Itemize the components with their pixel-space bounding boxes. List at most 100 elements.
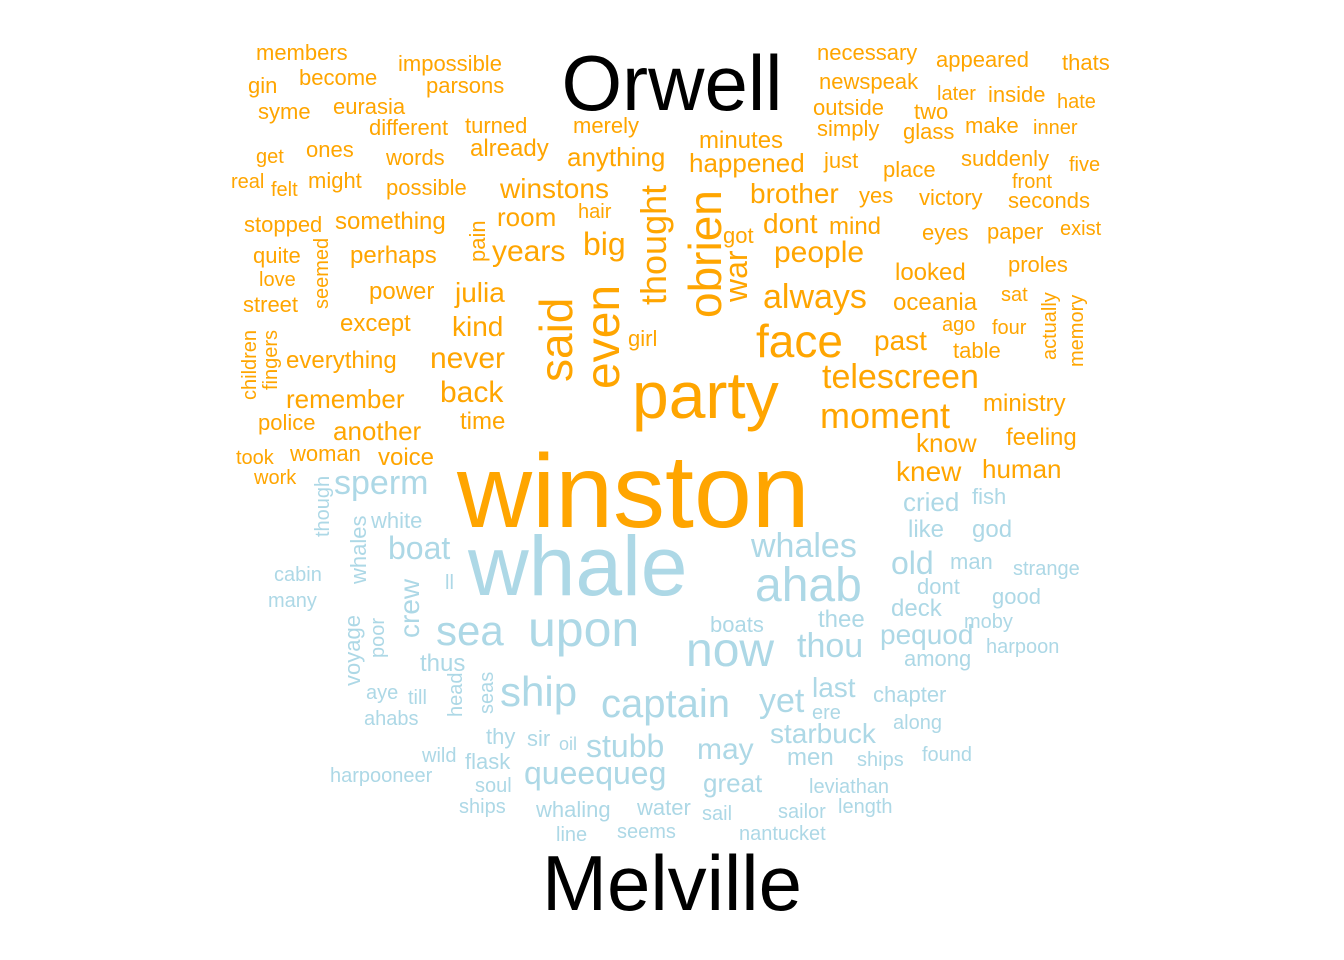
word-melville-ere: ere bbox=[812, 702, 841, 724]
word-melville-whales: whales bbox=[346, 515, 371, 584]
word-melville-sir: sir bbox=[527, 726, 551, 751]
word-melville-voyage: voyage bbox=[340, 615, 365, 686]
word-orwell-inner: inner bbox=[1033, 117, 1078, 139]
word-orwell-big: big bbox=[583, 226, 626, 262]
word-orwell-war: war bbox=[718, 250, 754, 302]
word-orwell-suddenly: suddenly bbox=[961, 146, 1050, 171]
word-melville-thee: thee bbox=[818, 606, 865, 633]
word-melville-sailor: sailor bbox=[778, 801, 826, 823]
word-orwell-except: except bbox=[340, 310, 411, 337]
word-melville-among: among bbox=[904, 646, 972, 671]
word-melville-though: though bbox=[312, 475, 334, 537]
word-orwell-merely: merely bbox=[573, 113, 640, 138]
word-melville-whale: whale bbox=[468, 519, 688, 613]
word-melville-whaling: whaling bbox=[536, 797, 611, 822]
word-orwell-thought: thought bbox=[633, 184, 674, 305]
word-orwell-already: already bbox=[470, 135, 549, 162]
word-orwell-later: later bbox=[937, 83, 976, 105]
word-orwell-quite: quite bbox=[253, 243, 301, 268]
word-orwell-memory: memory bbox=[1066, 294, 1088, 367]
word-melville-found: found bbox=[922, 744, 973, 766]
word-orwell-outside: outside bbox=[813, 95, 884, 120]
word-orwell-julia: julia bbox=[455, 277, 505, 308]
word-orwell-paper: paper bbox=[987, 219, 1044, 244]
word-melville-along: along bbox=[893, 712, 942, 734]
word-melville-flask: flask bbox=[465, 749, 511, 774]
word-melville-ships: ships bbox=[857, 749, 904, 771]
word-orwell-hate: hate bbox=[1057, 91, 1096, 113]
word-melville-ships: ships bbox=[459, 796, 506, 818]
word-orwell-girl: girl bbox=[628, 326, 658, 351]
word-orwell-police: police bbox=[258, 410, 316, 435]
group-title-orwell: Orwell bbox=[561, 39, 783, 127]
word-melville-sail: sail bbox=[702, 803, 733, 825]
word-melville-boats: boats bbox=[710, 612, 764, 637]
word-melville-stubb: stubb bbox=[586, 728, 665, 764]
word-orwell-pain: pain bbox=[465, 220, 490, 262]
word-melville-soul: soul bbox=[475, 775, 512, 797]
word-orwell-winstons: winstons bbox=[500, 173, 609, 204]
word-orwell-felt: felt bbox=[271, 179, 298, 201]
word-orwell-exist: exist bbox=[1060, 218, 1102, 240]
word-melville-ahabs: ahabs bbox=[364, 708, 419, 730]
word-orwell-past: past bbox=[874, 325, 927, 356]
word-melville-crew: crew bbox=[394, 578, 425, 638]
word-melville-fish: fish bbox=[972, 484, 1007, 509]
word-orwell-another: another bbox=[333, 416, 422, 446]
word-orwell-ministry: ministry bbox=[983, 390, 1066, 417]
word-melville-moby: moby bbox=[964, 611, 1013, 633]
word-orwell-back: back bbox=[440, 376, 504, 409]
word-melville-cabin: cabin bbox=[274, 564, 322, 586]
word-melville-great: great bbox=[703, 768, 763, 798]
word-orwell-get: get bbox=[256, 146, 284, 168]
word-melville-pequod: pequod bbox=[880, 619, 974, 650]
word-melville-poor: poor bbox=[367, 617, 389, 658]
word-orwell-anything: anything bbox=[567, 142, 666, 172]
group-title-melville: Melville bbox=[541, 839, 803, 927]
word-orwell-hair: hair bbox=[578, 201, 612, 223]
word-orwell-perhaps: perhaps bbox=[350, 242, 437, 269]
word-orwell-parsons: parsons bbox=[426, 73, 505, 98]
word-orwell-minutes: minutes bbox=[699, 127, 784, 154]
word-melville-chapter: chapter bbox=[873, 682, 947, 707]
word-melville-ahab: ahab bbox=[755, 559, 862, 612]
word-melville-length: length bbox=[838, 796, 893, 818]
word-melville-now: now bbox=[686, 624, 775, 677]
word-orwell-kind: kind bbox=[452, 311, 504, 342]
word-melville-last: last bbox=[812, 672, 856, 703]
word-orwell-voice: voice bbox=[378, 444, 435, 471]
word-melville-water: water bbox=[637, 795, 691, 820]
word-orwell-victory: victory bbox=[919, 185, 983, 210]
word-melville-oil: oil bbox=[559, 734, 578, 754]
word-orwell-seconds: seconds bbox=[1008, 188, 1090, 213]
word-orwell-oceania: oceania bbox=[893, 289, 978, 316]
word-orwell-people: people bbox=[774, 236, 865, 269]
word-orwell-stopped: stopped bbox=[244, 212, 323, 237]
word-orwell-real: real bbox=[231, 171, 265, 193]
word-melville-upon: upon bbox=[528, 601, 640, 657]
word-melville-ll: ll bbox=[445, 572, 454, 594]
word-orwell-sat: sat bbox=[1001, 284, 1028, 306]
word-orwell-might: might bbox=[308, 168, 362, 193]
word-orwell-party: party bbox=[632, 358, 779, 432]
word-orwell-make: make bbox=[965, 113, 1019, 138]
word-orwell-never: never bbox=[430, 342, 506, 375]
word-orwell-woman: woman bbox=[290, 441, 361, 466]
word-orwell-everything: everything bbox=[286, 347, 397, 374]
word-orwell-five: five bbox=[1069, 154, 1101, 176]
word-orwell-impossible: impossible bbox=[398, 51, 502, 76]
word-orwell-different: different bbox=[369, 115, 449, 140]
word-melville-good: good bbox=[992, 584, 1041, 609]
word-orwell-table: table bbox=[953, 338, 1001, 363]
word-melville-boat: boat bbox=[388, 530, 451, 566]
word-orwell-two: two bbox=[914, 99, 949, 124]
word-melville-god: god bbox=[972, 516, 1013, 543]
word-orwell-took: took bbox=[236, 447, 274, 469]
word-orwell-something: something bbox=[335, 208, 446, 235]
word-orwell-brother: brother bbox=[750, 178, 839, 209]
word-orwell-proles: proles bbox=[1008, 252, 1068, 277]
word-melville-dont: dont bbox=[917, 574, 960, 599]
word-orwell-necessary: necessary bbox=[817, 40, 918, 65]
word-orwell-telescreen: telescreen bbox=[822, 358, 979, 396]
